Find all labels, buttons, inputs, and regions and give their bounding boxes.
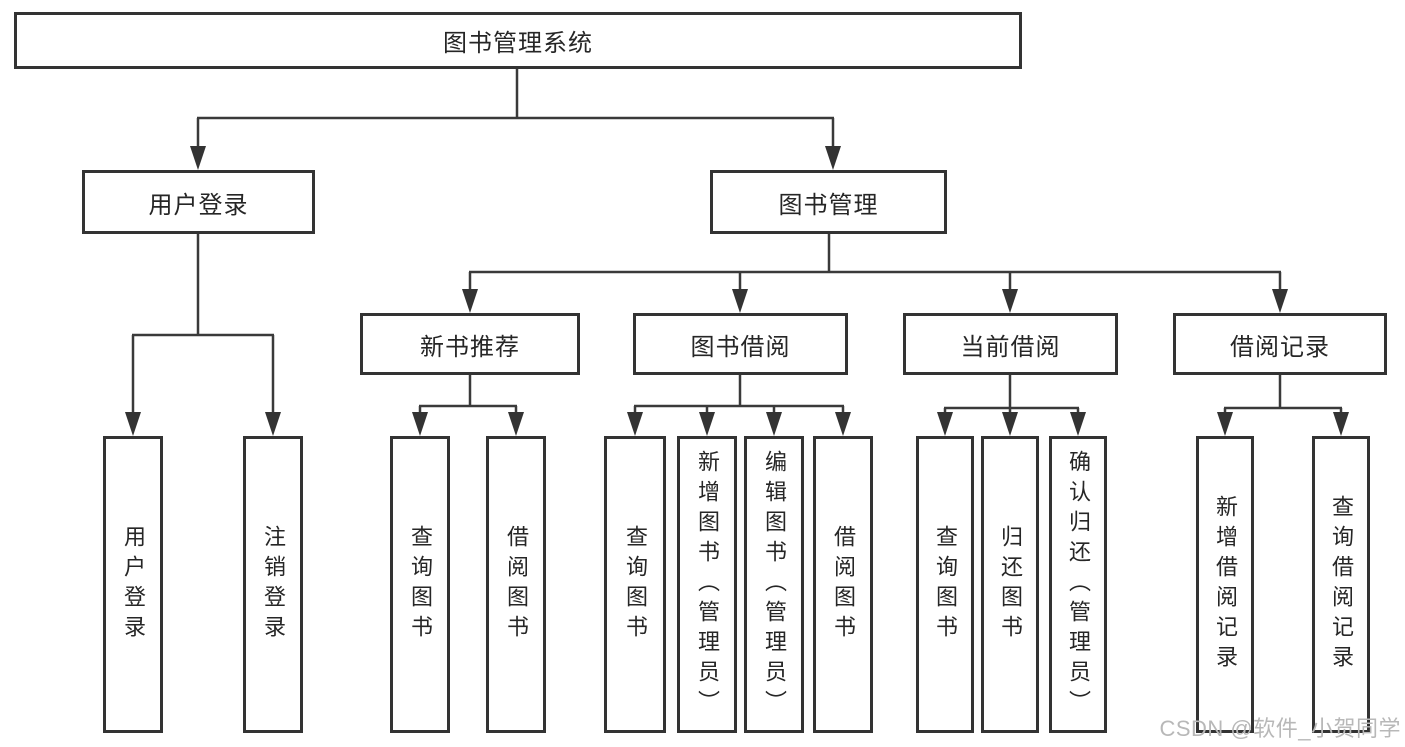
csdn-watermark: CSDN @软件_小贺同学 <box>1159 716 1401 741</box>
connector-records-to-leaves <box>1217 375 1349 436</box>
node-book-management: 图书管理 <box>710 170 947 234</box>
leaf-borrow-query-books-label: 查询图书 <box>623 524 648 645</box>
node-current-borrowing-label: 当前借阅 <box>960 333 1061 361</box>
leaf-current-confirm-return-admin-label: 确认归还（管理员） <box>1066 449 1091 720</box>
leaf-logout-label: 注销登录 <box>261 524 286 645</box>
connector-bookmgmt-to-level3 <box>462 234 1288 313</box>
node-new-book-recommend: 新书推荐 <box>360 313 580 375</box>
node-book-management-label: 图书管理 <box>778 191 879 219</box>
connector-newbook-to-leaves <box>412 375 524 436</box>
leaf-records-query-borrow-record: 查询借阅记录 <box>1312 436 1370 733</box>
leaf-current-query-books-label: 查询图书 <box>933 524 958 645</box>
node-borrowing-records: 借阅记录 <box>1173 313 1387 375</box>
leaf-borrow-borrow-books: 借阅图书 <box>813 436 873 733</box>
node-new-book-recommend-label: 新书推荐 <box>420 333 520 361</box>
node-user-login: 用户登录 <box>82 170 315 234</box>
leaf-newbook-query-books-label: 查询图书 <box>408 524 433 645</box>
connector-current-to-leaves <box>937 375 1086 436</box>
leaf-current-query-books: 查询图书 <box>916 436 974 733</box>
leaf-borrow-query-books: 查询图书 <box>604 436 666 733</box>
leaf-user-login: 用户登录 <box>103 436 163 733</box>
leaf-borrow-add-book-admin: 新增图书（管理员） <box>677 436 737 733</box>
leaf-newbook-query-books: 查询图书 <box>390 436 450 733</box>
node-book-borrowing-label: 图书借阅 <box>690 333 791 361</box>
leaf-borrow-borrow-books-label: 借阅图书 <box>831 524 856 645</box>
connector-userlogin-to-leaves <box>125 234 281 436</box>
leaf-logout: 注销登录 <box>243 436 303 733</box>
leaf-borrow-edit-book-admin: 编辑图书（管理员） <box>744 436 804 733</box>
node-user-login-label: 用户登录 <box>148 191 249 219</box>
leaf-borrow-edit-book-admin-label: 编辑图书（管理员） <box>762 449 787 720</box>
leaf-records-query-borrow-record-label: 查询借阅记录 <box>1329 494 1354 675</box>
leaf-current-return-books: 归还图书 <box>981 436 1039 733</box>
node-root: 图书管理系统 <box>14 12 1022 69</box>
leaf-current-confirm-return-admin: 确认归还（管理员） <box>1049 436 1107 733</box>
leaf-newbook-borrow-books: 借阅图书 <box>486 436 546 733</box>
leaf-borrow-add-book-admin-label: 新增图书（管理员） <box>695 449 720 720</box>
leaf-newbook-borrow-books-label: 借阅图书 <box>504 524 529 645</box>
connector-borrow-to-leaves <box>627 375 851 436</box>
leaf-records-add-borrow-record-label: 新增借阅记录 <box>1213 494 1238 675</box>
node-borrowing-records-label: 借阅记录 <box>1230 333 1330 361</box>
node-root-label: 图书管理系统 <box>443 30 593 57</box>
connector-root-to-level2 <box>190 69 841 170</box>
node-book-borrowing: 图书借阅 <box>633 313 848 375</box>
leaf-user-login-label: 用户登录 <box>121 524 146 645</box>
leaf-records-add-borrow-record: 新增借阅记录 <box>1196 436 1254 733</box>
node-current-borrowing: 当前借阅 <box>903 313 1118 375</box>
leaf-current-return-books-label: 归还图书 <box>998 524 1023 645</box>
